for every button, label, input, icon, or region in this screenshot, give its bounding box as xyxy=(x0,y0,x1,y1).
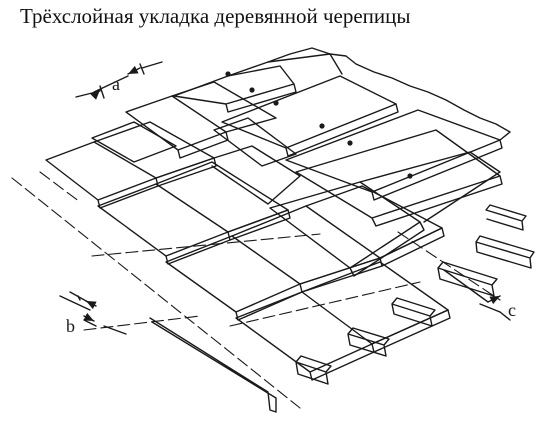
dimension-arrow xyxy=(85,300,97,310)
nail-dot xyxy=(407,173,413,179)
shingle xyxy=(231,205,381,285)
dimension-line xyxy=(103,325,127,335)
hidden-line xyxy=(91,233,321,257)
nail-dots xyxy=(225,71,413,179)
dimension-tick xyxy=(139,63,145,75)
batten xyxy=(437,261,498,297)
shingle-torn-edge xyxy=(267,47,331,63)
label-a: a xyxy=(112,74,120,94)
shingle xyxy=(269,181,425,277)
shingle-torn-edge xyxy=(329,53,511,141)
shingle xyxy=(45,141,159,209)
dimension-c xyxy=(443,269,511,321)
batten-group xyxy=(295,204,535,385)
shingle xyxy=(227,53,343,77)
shingle-row-2 xyxy=(165,185,445,321)
shingle xyxy=(227,209,291,241)
shingle xyxy=(295,129,503,227)
shingle xyxy=(221,75,399,157)
dimension-tick xyxy=(83,319,97,327)
dimension-arrow xyxy=(90,89,101,100)
shingle xyxy=(125,95,229,159)
nail-dot xyxy=(249,87,255,93)
dimension-line xyxy=(93,75,129,93)
dimension-line xyxy=(443,269,489,303)
dimension-line xyxy=(499,311,511,321)
shingle-row-4 xyxy=(45,121,503,227)
dimension-tick xyxy=(99,85,105,99)
hidden-line xyxy=(11,177,301,409)
shingle xyxy=(371,309,451,353)
shingle-row-3 xyxy=(97,151,501,277)
label-c: c xyxy=(508,300,516,320)
label-b: b xyxy=(66,316,75,336)
diagram-title: Трёхслойная укладка деревянной черепицы xyxy=(20,4,411,28)
dimension-line xyxy=(141,61,163,69)
shingle xyxy=(211,145,301,205)
shingle-row-1 xyxy=(235,261,451,381)
dimension-arrow xyxy=(127,65,141,75)
shingle-row-5 xyxy=(91,81,297,167)
shingle xyxy=(299,257,383,293)
shingle-row-top xyxy=(173,47,511,201)
shingle xyxy=(91,121,177,163)
hidden-line xyxy=(229,281,421,327)
shingle xyxy=(155,157,217,187)
shingle xyxy=(97,183,231,265)
shingle xyxy=(173,65,297,113)
batten xyxy=(475,235,535,269)
hidden-line xyxy=(397,231,501,301)
nail-dot xyxy=(319,123,325,129)
hidden-line xyxy=(83,315,201,331)
dimension-tick xyxy=(479,303,501,313)
dimension-line xyxy=(77,295,81,301)
dimension-a xyxy=(75,61,163,100)
batten xyxy=(391,297,436,327)
shingle xyxy=(359,151,501,223)
hidden-line xyxy=(39,171,81,203)
shingle xyxy=(379,227,445,267)
nail-dot xyxy=(225,71,231,77)
shingle xyxy=(301,261,449,345)
batten xyxy=(485,204,527,231)
nail-dot xyxy=(273,100,279,106)
dimension-line xyxy=(59,295,91,311)
nail-dot xyxy=(347,140,353,146)
hidden-edges xyxy=(11,171,501,409)
eaves-flashing xyxy=(149,317,277,413)
shingle xyxy=(213,117,297,167)
dimension-b xyxy=(59,291,127,335)
dimension-arrow xyxy=(487,295,501,305)
batten xyxy=(347,327,390,357)
dimension-arrow xyxy=(83,312,95,322)
